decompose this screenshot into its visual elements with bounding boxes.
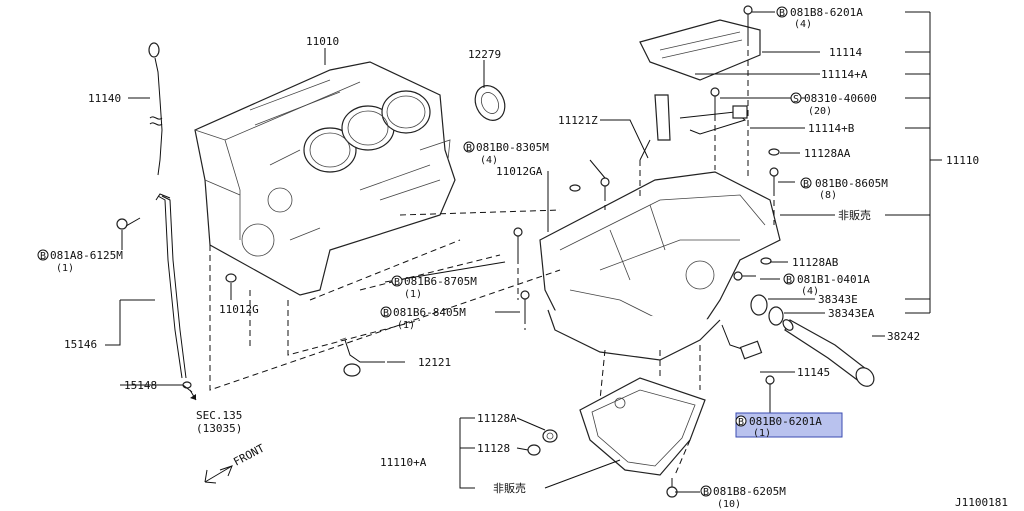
label-12279[interactable]: 12279 [468, 48, 501, 61]
label-11121z[interactable]: 11121Z [558, 114, 598, 127]
svg-text:B: B [40, 251, 46, 262]
label-not-for-sale-upper: 非販売 [838, 209, 871, 222]
cylinder-block[interactable] [194, 61, 456, 296]
svg-text:B: B [779, 8, 785, 19]
oil-seal[interactable] [470, 81, 511, 125]
sensor-11145[interactable] [721, 324, 775, 395]
qty-081b0-8605m: (8) [819, 190, 837, 201]
svg-text:B: B [466, 143, 472, 154]
label-11110[interactable]: 11110 [946, 154, 979, 167]
label-sec-ref: (13035) [196, 422, 242, 435]
sec-arrowhead [190, 394, 196, 400]
qty-08310-40600: (20) [808, 106, 832, 117]
label-081a8-6125m[interactable]: 081A8-6125M [50, 249, 123, 262]
label-not-for-sale-lower: 非販売 [493, 482, 526, 495]
svg-text:B: B [738, 417, 744, 428]
svg-text:S: S [793, 94, 799, 105]
label-081b6-8705m[interactable]: 081B6-8705M [404, 275, 477, 288]
svg-text:B: B [803, 179, 809, 190]
label-081b8-6205m[interactable]: 081B8-6205M [713, 485, 786, 498]
drain-plug[interactable] [527, 429, 558, 456]
front-arrow [204, 465, 233, 484]
bolt-081b8-6205m[interactable] [666, 478, 678, 498]
qty-081b8-6205m: (10) [717, 499, 741, 510]
lower-oil-pan[interactable] [579, 377, 706, 476]
qty-081b0-6201a: (1) [753, 428, 771, 439]
label-11128aa[interactable]: 11128AA [804, 147, 851, 160]
label-11114-a[interactable]: 11114+A [821, 68, 868, 81]
label-11114-b[interactable]: 11114+B [808, 122, 855, 135]
label-081b1-0401a[interactable]: 081B1-0401A [797, 273, 870, 286]
label-11128ab[interactable]: 11128AB [792, 256, 839, 269]
crank-sensor[interactable] [339, 337, 385, 377]
svg-text:B: B [786, 275, 792, 286]
label-38343ea[interactable]: 38343EA [828, 307, 875, 320]
label-front: FRONT [231, 441, 267, 468]
label-081b0-6201a[interactable]: 081B0-6201A [749, 415, 822, 428]
qty-081b1-0401a: (4) [801, 286, 819, 297]
qty-081b0-8305m: (4) [480, 155, 498, 166]
label-15148[interactable]: 15148 [124, 379, 157, 392]
guide-tube[interactable] [155, 193, 192, 389]
label-081b8-6201a[interactable]: 081B8-6201A [790, 6, 863, 19]
dashed-guides [209, 40, 775, 476]
plug-11012g[interactable] [225, 273, 237, 283]
qty-081b6-8405m: (1) [397, 320, 415, 331]
label-081b6-8405m[interactable]: 081B6-8405M [393, 306, 466, 319]
bolt-081a8[interactable] [116, 217, 141, 230]
svg-text:B: B [394, 277, 400, 288]
figure-id: J1100181 [955, 496, 1008, 509]
svg-text:B: B [703, 487, 709, 498]
upper-oil-pan[interactable] [539, 171, 781, 361]
label-11145[interactable]: 11145 [797, 366, 830, 379]
label-11128a[interactable]: 11128A [477, 412, 517, 425]
label-081b0-8605m[interactable]: 081B0-8605M [815, 177, 888, 190]
label-15146[interactable]: 15146 [64, 338, 97, 351]
baffle-plate[interactable] [639, 19, 761, 81]
highlight-081b0-6201a[interactable] [735, 412, 843, 438]
label-11012g[interactable]: 11012G [219, 303, 259, 316]
leader-lines [105, 11, 942, 493]
label-08310-40600[interactable]: 08310-40600 [804, 92, 877, 105]
label-sec-135[interactable]: SEC.135 [196, 409, 242, 422]
label-12121[interactable]: 12121 [418, 356, 451, 369]
qty-081b6-8705m: (1) [404, 289, 422, 300]
bolts-misc[interactable] [513, 5, 780, 318]
qty-081b8-6201a: (4) [794, 19, 812, 30]
label-38343e[interactable]: 38343E [818, 293, 858, 306]
qty-081a8-6125m: (1) [56, 263, 74, 274]
label-11114[interactable]: 11114 [829, 46, 862, 59]
label-11012ga[interactable]: 11012GA [496, 165, 543, 178]
tube-38242[interactable] [781, 318, 877, 390]
o-rings[interactable] [750, 294, 784, 326]
dipstick[interactable] [148, 42, 163, 176]
oil-strainer[interactable] [639, 94, 748, 161]
label-38242[interactable]: 38242 [887, 330, 920, 343]
label-11128[interactable]: 11128 [477, 442, 510, 455]
b-markers: B B B B B B B B B S [37, 6, 812, 498]
label-11010[interactable]: 11010 [306, 35, 339, 48]
label-11140[interactable]: 11140 [88, 92, 121, 105]
label-11110-a[interactable]: 11110+A [380, 456, 427, 469]
label-081b0-8305m[interactable]: 081B0-8305M [476, 141, 549, 154]
svg-text:B: B [383, 308, 389, 319]
